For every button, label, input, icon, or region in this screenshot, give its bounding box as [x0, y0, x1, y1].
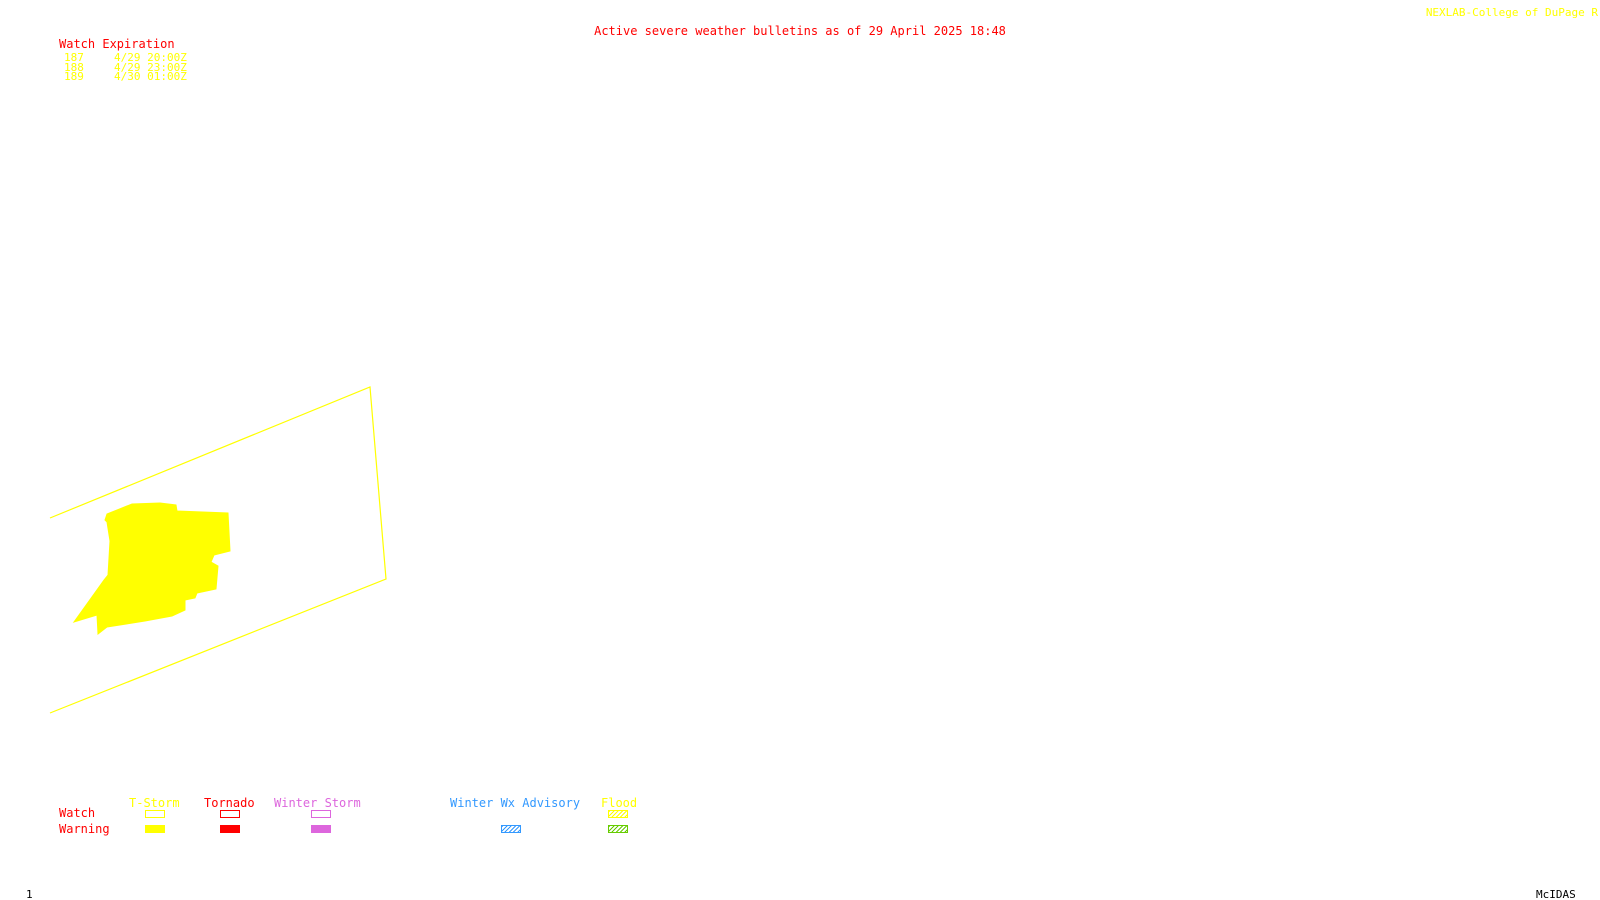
watch-expiration-table: 187 4/29 20:00Z 188 4/29 23:00Z 189 4/30…: [64, 51, 187, 83]
legend-winter-advisory-label: Winter Wx Advisory: [450, 796, 581, 810]
legend-tstorm-warning-swatch: [145, 825, 165, 833]
legend-tstorm-watch-swatch: [145, 810, 165, 818]
legend-tstorm-label: T-Storm: [129, 796, 180, 810]
watch-expiration-heading: Watch Expiration: [59, 37, 175, 51]
watch-number: 188: [64, 60, 84, 74]
legend-flood-warning-swatch: [608, 825, 628, 833]
warning-area-fill: [72, 502, 231, 635]
legend-flood-watch-swatch: [608, 810, 628, 818]
watch-box-outline: [49, 386, 387, 714]
legend-winter-storm-warning-swatch: [311, 825, 331, 833]
legend-tornado-label: Tornado: [204, 796, 255, 810]
watch-number: 189: [64, 70, 84, 83]
legend-winter-storm-label: Winter Storm: [274, 796, 361, 810]
legend-flood-label: Flood: [601, 796, 638, 810]
watch-expires: 4/29 23:00Z: [114, 60, 187, 74]
legend-winter-advisory-warning-swatch: [501, 825, 521, 833]
watch-row: 187 4/29 20:00Z: [64, 51, 187, 64]
legend-warning-row-label: Warning: [59, 822, 110, 836]
software-label: McIDAS: [1536, 888, 1576, 900]
credit-label: NEXLAB-College of DuPage R: [1425, 6, 1598, 19]
watch-row: 188 4/29 23:00Z: [64, 60, 187, 74]
legend-winter-storm-watch-swatch: [311, 810, 331, 818]
watch-number: 187: [64, 51, 84, 64]
watch-row: 189 4/30 01:00Z: [64, 70, 187, 83]
page-number: 1: [26, 888, 33, 900]
watch-expires: 4/30 01:00Z: [114, 70, 187, 83]
page-title: Active severe weather bulletins as of 29…: [594, 24, 1006, 38]
legend-tornado-warning-swatch: [220, 825, 240, 833]
watch-expires: 4/29 20:00Z: [114, 51, 187, 64]
legend-tornado-watch-swatch: [220, 810, 240, 818]
legend-watch-row-label: Watch: [59, 806, 96, 820]
